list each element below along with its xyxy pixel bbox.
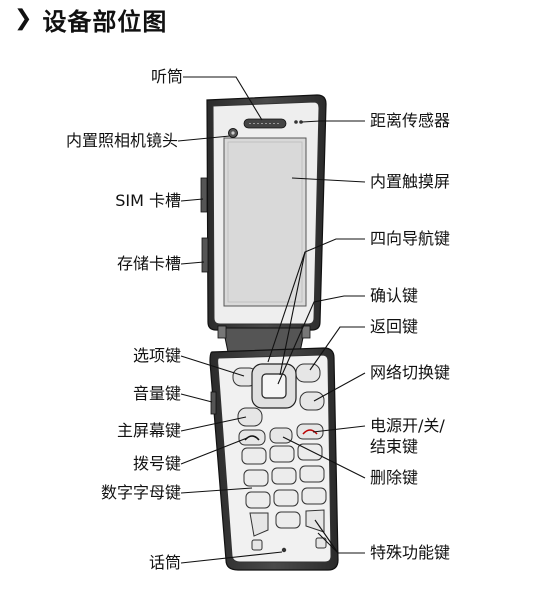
label-special-function-keys: 特殊功能键 xyxy=(370,543,451,562)
leader-lines xyxy=(177,76,366,564)
alphanumeric-keypad xyxy=(241,443,327,529)
label-volume-key: 音量键 xyxy=(132,384,181,403)
back-key xyxy=(295,363,321,383)
network-switch-key xyxy=(299,391,325,411)
label-proximity-sensor: 距离传感器 xyxy=(370,111,451,130)
confirm-key xyxy=(261,373,287,399)
phone-upper-half xyxy=(206,94,327,331)
touchscreen xyxy=(223,137,307,307)
proximity-sensor-icon xyxy=(294,120,298,124)
label-memory-card-slot: 存储卡槽 xyxy=(116,254,181,273)
label-option-key: 选项键 xyxy=(132,346,181,365)
delete-key xyxy=(269,427,293,444)
label-delete-key: 删除键 xyxy=(370,468,419,487)
label-camera-lens: 内置照相机镜头 xyxy=(65,131,178,150)
label-alphanumeric-keys: 数字字母键 xyxy=(100,483,181,502)
label-touchscreen: 内置触摸屏 xyxy=(370,172,451,191)
label-home-key: 主屏幕键 xyxy=(116,421,181,440)
hinge xyxy=(217,325,311,353)
label-confirm-key: 确认键 xyxy=(370,286,419,305)
earpiece-grille xyxy=(243,118,287,129)
memory-card-slot xyxy=(201,237,209,273)
microphone-icon xyxy=(281,547,287,553)
sim-slot xyxy=(200,177,208,213)
special-function-keys xyxy=(249,509,327,551)
label-four-way-nav-key: 四向导航键 xyxy=(370,229,451,248)
power-end-key xyxy=(296,423,324,440)
label-sim-slot: SIM 卡槽 xyxy=(115,191,181,210)
chevron-right-icon: ❯ xyxy=(14,6,33,31)
label-back-key: 返回键 xyxy=(370,317,419,336)
label-dial-key: 拨号键 xyxy=(132,454,181,473)
dial-key xyxy=(238,429,266,446)
label-earpiece: 听筒 xyxy=(150,67,183,86)
label-network-switch-key: 网络切换键 xyxy=(370,363,451,382)
label-microphone: 话筒 xyxy=(148,553,181,572)
section-title: ❯ 设备部位图 xyxy=(14,2,167,36)
volume-key xyxy=(210,391,217,415)
title-text: 设备部位图 xyxy=(42,7,168,36)
label-power-end-key-line1: 电源开/关/ xyxy=(370,416,445,435)
label-power-end-key-line2: 结束键 xyxy=(370,437,419,456)
home-key xyxy=(237,407,263,427)
